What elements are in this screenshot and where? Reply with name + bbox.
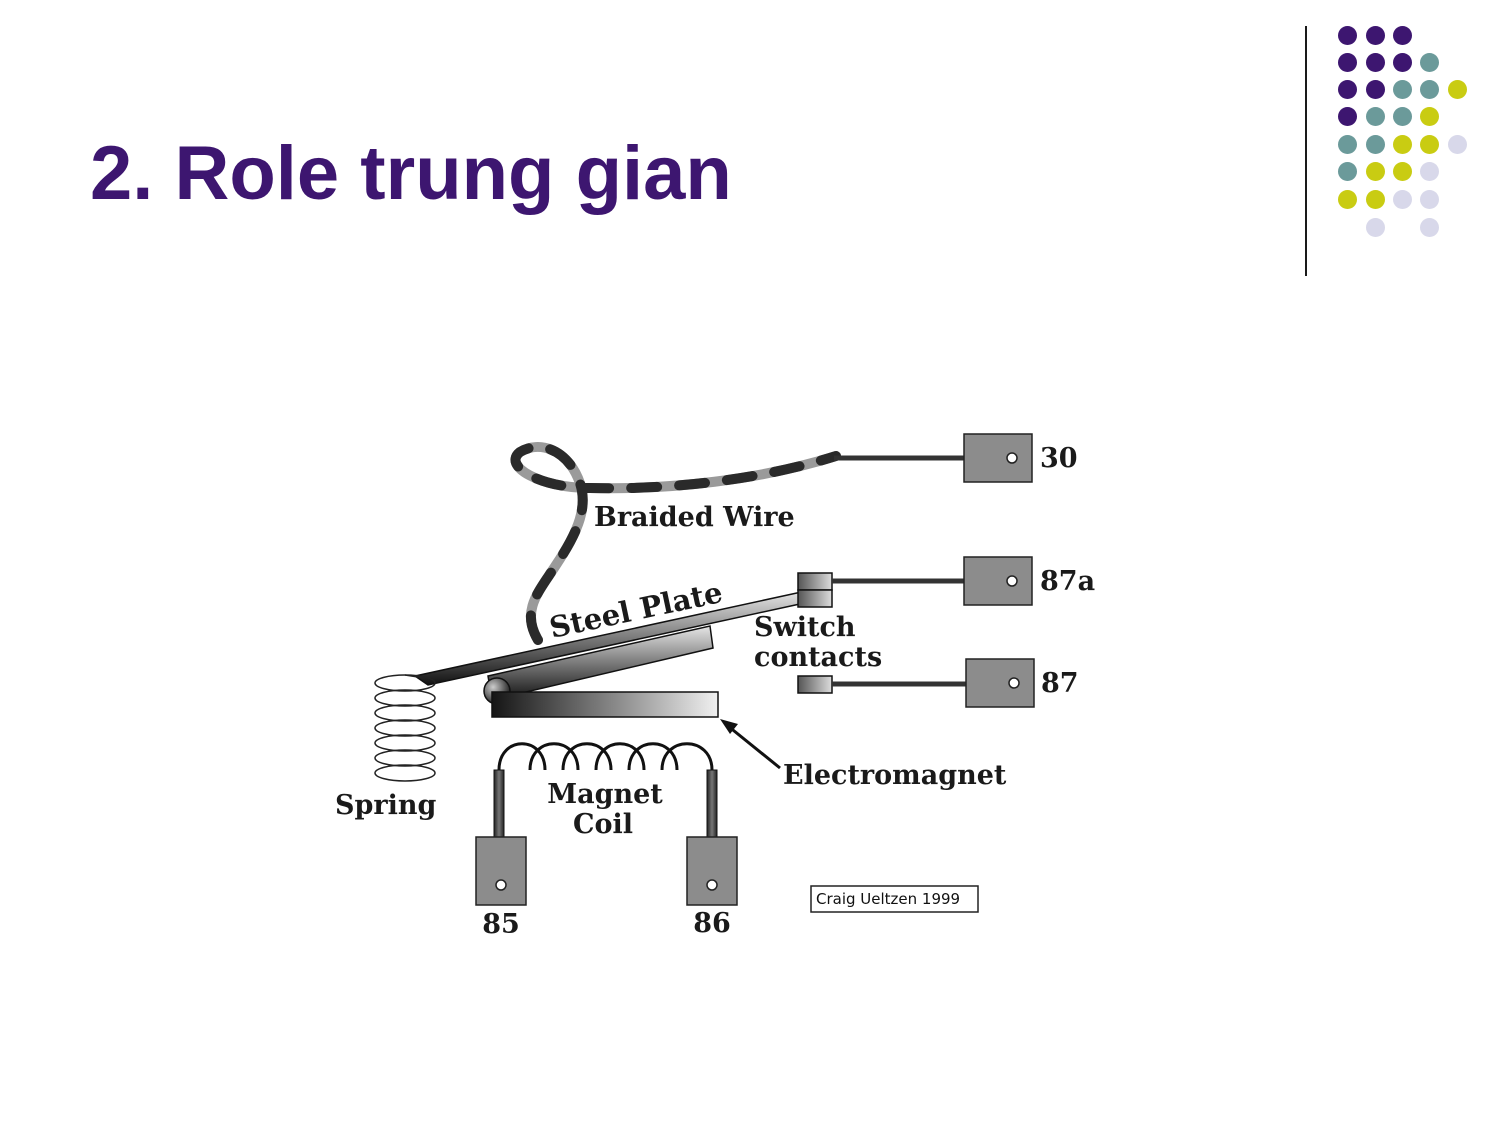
decor-dot xyxy=(1393,80,1412,99)
decor-dot xyxy=(1420,135,1439,154)
decor-dot xyxy=(1393,162,1412,181)
terminal-label-87: 87 xyxy=(1041,668,1079,699)
label-electromagnet: Electromagnet xyxy=(783,760,1007,791)
terminal-label-30: 30 xyxy=(1040,443,1078,474)
credit-text: Craig Ueltzen 1999 xyxy=(816,890,960,908)
terminal-86 xyxy=(686,836,738,906)
decor-dot xyxy=(1420,162,1439,181)
decor-dot xyxy=(1338,135,1357,154)
decor-dot xyxy=(1393,135,1412,154)
decor-dot xyxy=(1366,190,1385,209)
decor-dot xyxy=(1420,80,1439,99)
terminal-30 xyxy=(963,433,1033,483)
label-braided-wire: Braided Wire xyxy=(594,502,795,533)
relay-diagram: Braided Wire Steel Plate Switch contacts… xyxy=(335,433,1095,940)
decor-dot xyxy=(1420,53,1439,72)
terminal-85 xyxy=(475,836,527,906)
coil-post-85 xyxy=(493,769,505,839)
magnet-coil xyxy=(497,742,714,771)
label-magnet-coil-line1: Magnet xyxy=(547,779,663,810)
decor-dot xyxy=(1338,162,1357,181)
decorative-divider-line xyxy=(1305,26,1307,276)
decor-dot xyxy=(1366,135,1385,154)
terminal-label-86: 86 xyxy=(693,908,731,939)
terminal-87 xyxy=(965,658,1035,708)
decor-dot xyxy=(1393,26,1412,45)
decor-dot xyxy=(1448,135,1467,154)
decor-dot xyxy=(1338,80,1357,99)
decorative-dot-grid xyxy=(1330,20,1480,250)
decor-dot xyxy=(1338,53,1357,72)
label-spring: Spring xyxy=(335,790,436,821)
terminal-label-85: 85 xyxy=(482,909,520,940)
contact-87 xyxy=(797,675,833,694)
decor-dot xyxy=(1366,53,1385,72)
coil-post-86 xyxy=(706,769,718,839)
terminal-label-87a: 87a xyxy=(1040,566,1095,597)
decor-dot xyxy=(1366,107,1385,126)
decor-dot xyxy=(1420,218,1439,237)
decor-dot xyxy=(1366,80,1385,99)
decor-dot xyxy=(1366,218,1385,237)
decor-dot xyxy=(1366,26,1385,45)
decor-dot xyxy=(1393,53,1412,72)
decor-dot xyxy=(1338,107,1357,126)
slide-title: 2. Role trung gian xyxy=(90,131,732,216)
decor-dot xyxy=(1448,80,1467,99)
decor-dot xyxy=(1393,190,1412,209)
label-switch-contacts-line2: contacts xyxy=(754,642,882,673)
contact-87a-lower xyxy=(797,589,833,608)
decor-dot xyxy=(1338,26,1357,45)
decor-dot xyxy=(1420,107,1439,126)
spring xyxy=(374,674,436,782)
braided-wire xyxy=(510,442,841,645)
decor-dot xyxy=(1338,190,1357,209)
decor-dot xyxy=(1420,190,1439,209)
electromagnet-pointer-arrow xyxy=(720,719,781,770)
electromagnet-core xyxy=(491,691,719,718)
contact-87a-upper xyxy=(797,572,833,591)
terminal-87a xyxy=(963,556,1033,606)
decor-dot xyxy=(1366,162,1385,181)
decor-dot xyxy=(1393,107,1412,126)
label-switch-contacts-line1: Switch xyxy=(754,612,856,643)
label-magnet-coil-line2: Coil xyxy=(573,809,633,840)
credit-box: Craig Ueltzen 1999 xyxy=(810,885,979,913)
